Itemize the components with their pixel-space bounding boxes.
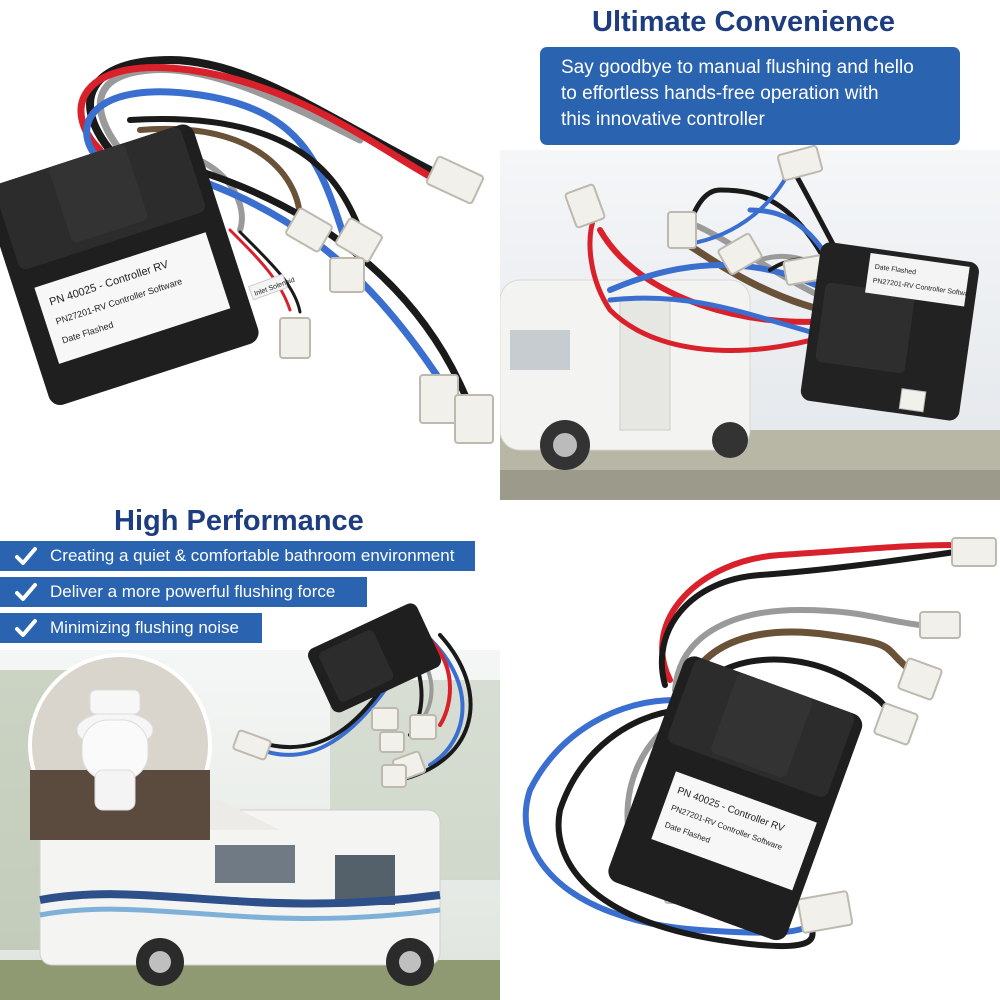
- feature-text: Creating a quiet & comfortable bathroom …: [50, 546, 455, 565]
- rv-scene-background: Date Flashed PN27201-RV Controller Softw…: [500, 144, 1000, 500]
- connector-plug: [329, 257, 365, 293]
- connector-plug: [335, 217, 383, 263]
- panel-high-performance: High Performance Creating a quiet & comf…: [0, 500, 500, 1000]
- checkmark-icon: [15, 547, 37, 565]
- controller-clip: [49, 144, 148, 243]
- heading-high-performance: High Performance: [114, 505, 364, 537]
- checkmark-icon: [15, 583, 37, 601]
- product-label: [34, 232, 231, 364]
- feature-text: Deliver a more powerful flushing force: [50, 582, 336, 601]
- connector-plug: [279, 317, 311, 359]
- controller-box: Date Flashed PN27201-RV Controller Softw…: [800, 242, 979, 421]
- rv-bathroom-scene: [0, 603, 500, 1000]
- wire-black: [127, 116, 363, 233]
- feature-bullet: Minimizing flushing noise: [0, 613, 262, 643]
- checkmark-icon: [15, 619, 37, 637]
- product-photo-top-left: Inlet Solenoid PN 40025 - Controller RV …: [0, 0, 500, 500]
- product-photo-bottom-right: PN 40025 - Controller RV PN27201-RV Cont…: [500, 500, 1000, 1000]
- wire-tag: [248, 273, 288, 301]
- description-line-2: to effortless hands-free operation with: [561, 83, 879, 104]
- controller-illustration: Inlet Solenoid PN 40025 - Controller RV …: [0, 55, 494, 444]
- controller-box: [307, 603, 442, 713]
- wire-blue: [83, 88, 349, 244]
- connector-plug: [454, 394, 494, 444]
- connector-plug: [419, 374, 459, 424]
- description-line-3: this innovative controller: [561, 109, 765, 130]
- panel-ultimate-convenience: Date Flashed PN27201-RV Controller Softw…: [500, 0, 1000, 500]
- rv-camper-image: [500, 279, 751, 470]
- connector-plug: [285, 207, 333, 253]
- heading-ultimate-convenience: Ultimate Convenience: [592, 6, 895, 38]
- wire-black: [238, 230, 302, 314]
- controller-illustration: PN 40025 - Controller RV PN27201-RV Cont…: [522, 537, 997, 950]
- controller-box: PN 40025 - Controller RV PN27201-RV Cont…: [608, 656, 863, 941]
- description-box: Say goodbye to manual flushing and hello…: [540, 47, 960, 145]
- toilet-inset-image: [28, 653, 212, 840]
- wire-red: [228, 228, 292, 312]
- connector-plug: [425, 155, 485, 205]
- feature-bullet: Creating a quiet & comfortable bathroom …: [0, 541, 475, 571]
- wire-red: [77, 63, 449, 189]
- feature-text: Minimizing flushing noise: [50, 618, 239, 637]
- description-line-1: Say goodbye to manual flushing and hello: [561, 57, 914, 78]
- feature-bullet: Deliver a more powerful flushing force: [0, 577, 367, 607]
- product-label: [651, 771, 817, 891]
